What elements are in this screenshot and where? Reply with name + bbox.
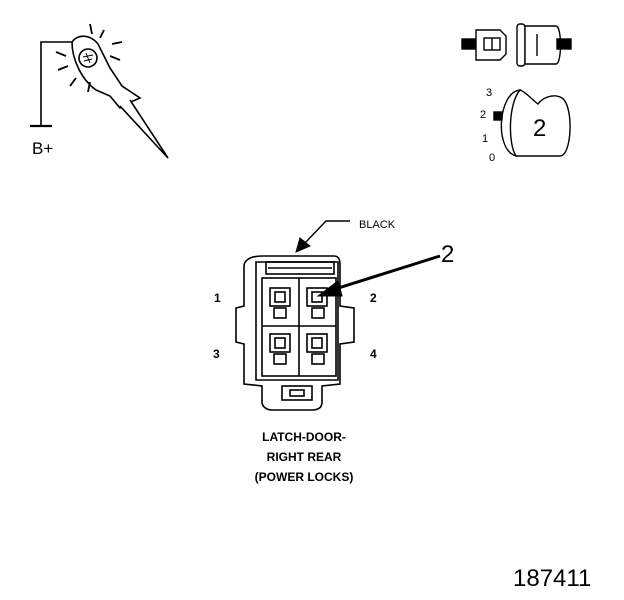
pin-label-2: 2 bbox=[370, 291, 377, 305]
position-switch-icon bbox=[493, 89, 571, 157]
switch-position-2: 2 bbox=[480, 109, 487, 121]
connector-title-line-3: (POWER LOCKS) bbox=[254, 470, 354, 484]
figure-number: 187411 bbox=[513, 565, 592, 592]
switch-position-3: 3 bbox=[486, 87, 493, 99]
pin-label-3: 3 bbox=[213, 347, 220, 361]
switch-selected-position: 2 bbox=[533, 115, 547, 142]
connector-pair-icon bbox=[461, 23, 572, 67]
pin-label-1: 1 bbox=[214, 291, 221, 305]
callout-2-arrow bbox=[316, 254, 441, 297]
connector-face bbox=[235, 255, 355, 411]
wire-color-label: BLACK bbox=[359, 219, 396, 231]
callout-number: 2 bbox=[441, 241, 455, 268]
supply-label: B+ bbox=[32, 139, 54, 158]
switch-position-0: 0 bbox=[489, 152, 496, 164]
pin-label-4: 4 bbox=[370, 347, 377, 361]
black-wire-leader-arrow bbox=[295, 220, 350, 253]
switch-position-1: 1 bbox=[482, 133, 489, 145]
test-light-probe-icon bbox=[30, 23, 169, 159]
connector-title-line-2: RIGHT REAR bbox=[266, 450, 342, 464]
connector-title-line-1: LATCH-DOOR- bbox=[262, 430, 346, 444]
